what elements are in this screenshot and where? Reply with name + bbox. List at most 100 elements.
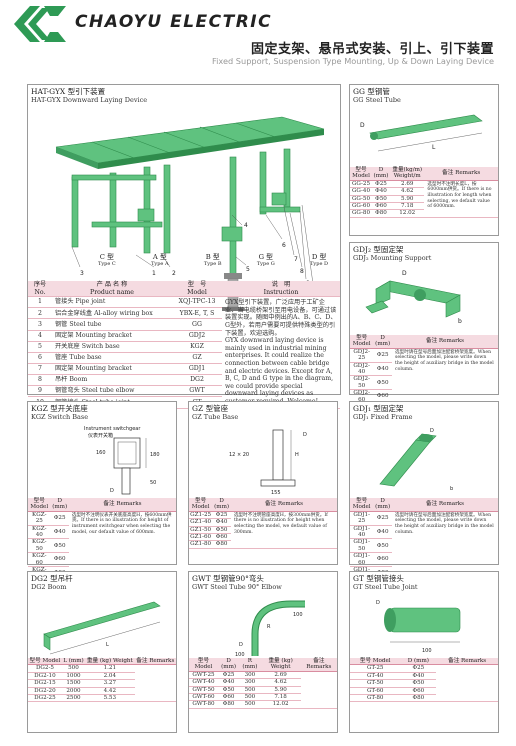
hat-cell-no: 6 [28, 352, 52, 364]
gt-dim-d: D [376, 600, 380, 606]
page-subtitle: Fixed Support, Suspension Type Mounting,… [211, 56, 494, 66]
gg-col-header: 备注 Remarks [424, 167, 498, 181]
gwt-cell: 300 [239, 678, 261, 687]
kgz-dim-d: D [110, 488, 114, 494]
hat-cell-no: 2 [28, 307, 52, 320]
kgz-dim-180: 180 [150, 452, 160, 458]
gwt-cell: Φ40 [217, 678, 240, 687]
gwt-dim-100-top: 100 [293, 612, 303, 618]
gdj1-col-header: 型号 Model [350, 498, 374, 512]
gz-cell: GZ1-25 [189, 511, 213, 520]
gg-title-en: GG Steel Tube [353, 96, 401, 104]
gdj2-title-cn: GDJ₂ 型固定架 [353, 245, 404, 254]
gz-dim-12x20: 12 × 20 [229, 452, 249, 458]
tube-base-diagram: 12 × 20 155 H D [229, 429, 307, 496]
gz-cell: Φ40 [212, 518, 231, 527]
gz-cell: GZ1-50 [189, 526, 213, 535]
gg-cell: 2.69 [390, 180, 425, 189]
hat-cell-model: YBX-E, T, S [172, 307, 222, 320]
gg-cell: GG-40 [350, 187, 372, 196]
gwt-col-header: 型号 Model [189, 658, 218, 672]
dg2-col-header: 型号 Model [28, 658, 62, 666]
gwt-cell: GWT-80 [189, 700, 218, 709]
hat-cell-name: 固定架 Mounting bracket [52, 363, 172, 376]
gz-cell: Φ25 [212, 511, 231, 520]
kgz-cell: Φ40 [50, 525, 69, 540]
gdj2-cell: GDJ2-50 [350, 375, 374, 391]
steel-tube-diagram: L D [360, 114, 483, 152]
gwt-cell: GWT-40 [189, 678, 218, 687]
hat-cell-model: GWT [172, 385, 222, 398]
dg2-cell: 2000 [61, 687, 86, 696]
callout-2: 2 [172, 270, 176, 277]
gt-cell: Φ60 [400, 687, 437, 696]
gwt-title-en: GWT Steel Tube 90° Elbow [192, 583, 282, 591]
hat-cell-model: GG [172, 318, 222, 331]
kgz-col-header: D (mm) [50, 498, 69, 512]
gdj1-cell: Φ60 [373, 552, 393, 568]
gwt-cell: 500 [239, 686, 261, 695]
dg2-cell: DG2-10 [28, 672, 62, 681]
dg2-cell: 500 [61, 664, 86, 673]
gdj2-col-header: D (mm) [373, 335, 393, 349]
gwt-cell: 4.62 [260, 678, 301, 687]
gwt-cell: GWT-60 [189, 693, 218, 702]
gg-title-cn: GG 型钢管 [353, 87, 390, 96]
dg2-cell: DG2-5 [28, 664, 62, 673]
gwt-col-header: R (mm) [239, 658, 261, 672]
dg2-dim-l: L [106, 642, 109, 648]
gt-cell: GT-25 [350, 664, 401, 673]
dg2-cell: DG2-15 [28, 679, 62, 688]
hat-cell-no: 3 [28, 318, 52, 331]
tube-joint-diagram: 100 D [376, 600, 461, 654]
dg2-cell: 2500 [61, 694, 86, 703]
hat-cell-no: 9 [28, 385, 52, 398]
dg2-cell: 1.21 [85, 664, 135, 673]
kgz-cell: Φ50 [50, 538, 69, 554]
hat-cell-name: 固定架 Mounting bracket [52, 330, 172, 342]
gwt-cell: Φ60 [217, 693, 240, 702]
gwt-cell: 2.69 [260, 671, 301, 680]
gg-col-header: 重量(kg/m) Weight/m [390, 167, 425, 181]
gt-cell: GT-80 [350, 694, 401, 703]
gdj2-dim-d: D [402, 270, 407, 277]
gt-cell: Φ80 [400, 694, 437, 703]
kgz-cell: Φ25 [50, 511, 69, 526]
elbow-diagram: 100 R D 100 [235, 600, 305, 658]
boom-diagram: L [43, 601, 161, 655]
dg2-col-header: 备注 Remarks [134, 658, 176, 666]
gdj2-title-en: GDJ₂ Mounting Support [353, 254, 432, 262]
gt-panel: GT 型钢管接头 GT Steel Tube Joint 100 D 型号 Mo… [349, 571, 499, 733]
kgz-panel: KGZ 型开关底座 KGZ Switch Base Instrument swi… [27, 401, 177, 581]
hat-gyx-panel: HAT-GYX 型引下装置 HAT-GYX Downward Laying De… [27, 84, 341, 409]
gz-cell: GZ1-60 [189, 533, 213, 542]
gg-cell: 5.90 [390, 195, 425, 204]
gz-cell: GZ1-80 [189, 540, 213, 549]
gz-remark: 选型时不注明管座高度H，按300mm供货。If there is no illu… [230, 511, 337, 549]
gwt-cell: 12.02 [260, 700, 301, 709]
gdj1-cell: Φ25 [373, 511, 393, 526]
hat-cell-name: 开关底座 Switch base [52, 341, 172, 353]
gwt-cell: Φ80 [217, 700, 240, 709]
gt-cell: Φ25 [400, 664, 437, 673]
gg-cell: GG-60 [350, 202, 372, 211]
gdj1-cell: Φ40 [373, 525, 393, 540]
dg2-col-header: 重量 (kg) Weight [85, 658, 135, 666]
gt-dim-100: 100 [422, 648, 432, 654]
